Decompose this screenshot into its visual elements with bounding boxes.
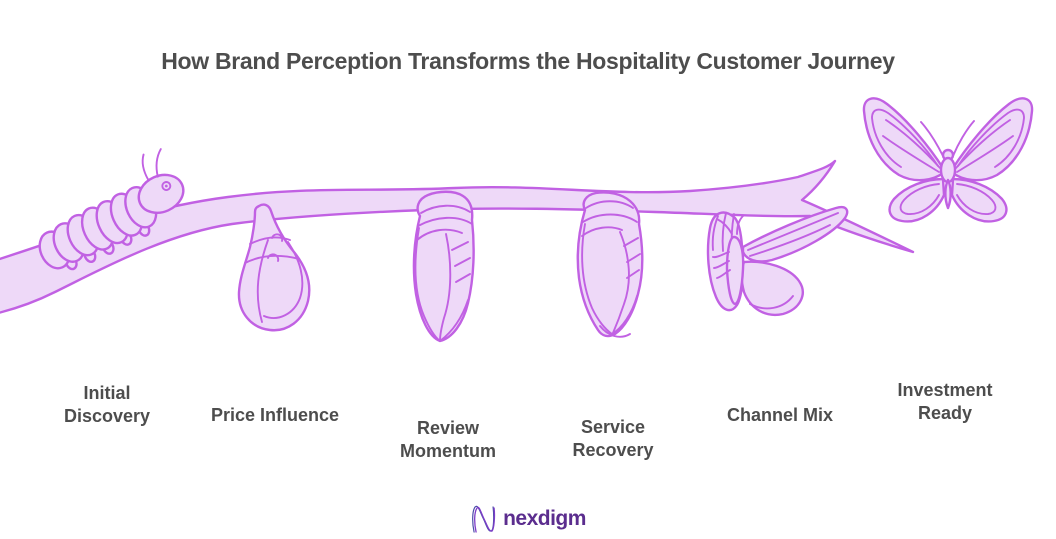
stage-label-service-recovery: Service Recovery <box>572 416 653 462</box>
stage-label-line: Ready <box>917 403 973 423</box>
stage-label-initial-discovery: Initial Discovery <box>64 382 150 428</box>
stage-label-line: Price Influence <box>210 405 340 425</box>
stage-label-line: Investment <box>897 380 993 400</box>
butterfly-icon <box>862 97 1034 223</box>
nexdigm-logo: nexdigm <box>470 503 586 535</box>
stage-label-investment-ready: Investment Ready <box>897 379 992 425</box>
butterfly-right-wings <box>950 97 1034 223</box>
nexdigm-n-icon <box>472 505 496 533</box>
caterpillar-icon <box>38 148 185 271</box>
emerging-butterfly-icon <box>706 205 849 317</box>
butterfly-left-wings <box>862 97 946 223</box>
stage-label-review-momentum: Review Momentum <box>400 417 496 463</box>
chrysalis-maturing-icon <box>576 191 644 338</box>
stage-label-line: Review <box>416 418 480 438</box>
stage-label-line: Initial <box>83 383 131 403</box>
chrysalis-icon <box>412 190 475 343</box>
stage-label-line: Discovery <box>63 406 151 426</box>
stage-label-line: Service <box>580 417 646 437</box>
stage-label-price-influence: Price Influence <box>211 404 339 427</box>
stage-label-channel-mix: Channel Mix <box>727 404 833 427</box>
stage-label-line: Recovery <box>572 440 654 460</box>
stage-label-line: Momentum <box>400 441 496 461</box>
stage-label-line: Channel Mix <box>726 405 834 425</box>
page-title: How Brand Perception Transforms the Hosp… <box>161 48 895 74</box>
nexdigm-wordmark: nexdigm <box>503 507 586 530</box>
cocoon-icon <box>237 203 311 332</box>
